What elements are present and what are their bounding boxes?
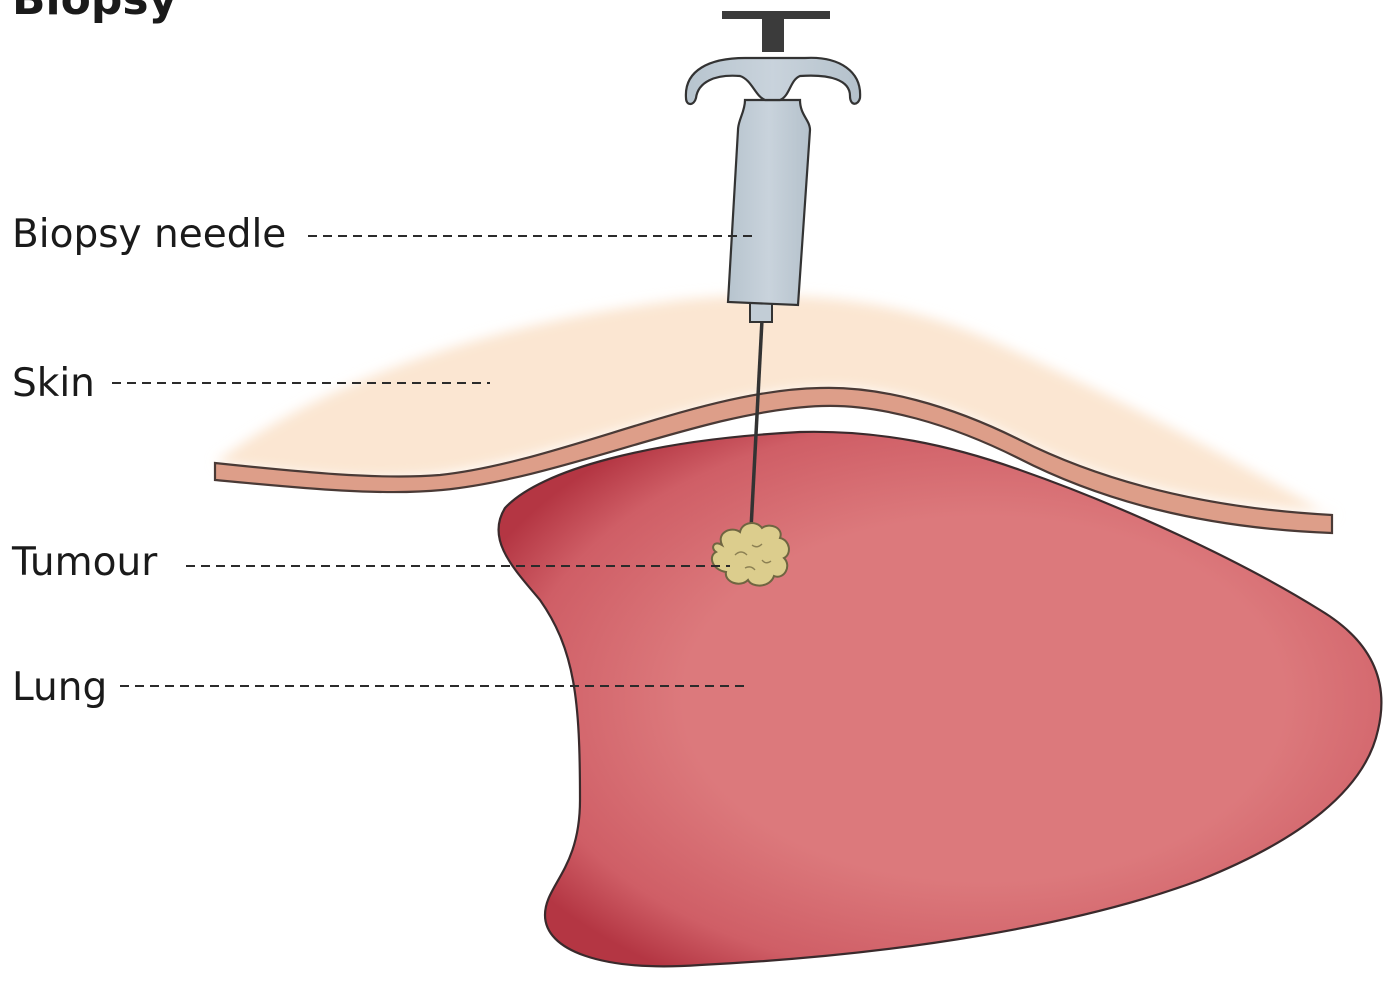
diagram-title: Biopsy [12,0,177,22]
needle-hub [750,302,772,322]
plunger-cap [722,11,830,19]
label-skin: Skin [12,364,95,403]
label-biopsy-needle: Biopsy needle [12,215,286,254]
plunger-rod [762,18,784,52]
syringe-barrel [728,100,810,305]
label-tumour: Tumour [12,543,157,582]
finger-flange [686,58,860,104]
label-lung: Lung [12,668,107,707]
